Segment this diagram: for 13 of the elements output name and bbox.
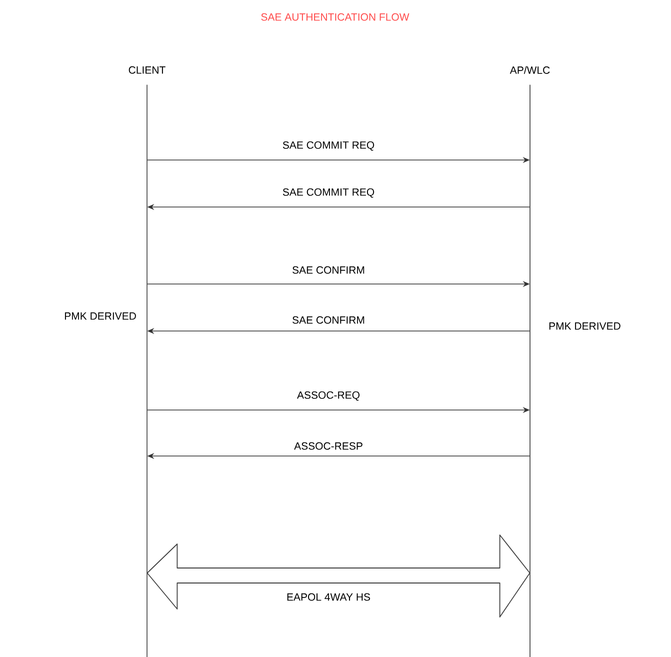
note-text: PMK DERIVED: [65, 312, 136, 320]
edge-label: ASSOC-RESP: [293, 441, 364, 451]
participant-label: AP/WLC: [510, 66, 550, 74]
block-arrow: [146, 534, 530, 618]
edge-label: SAE CONFIRM: [291, 265, 366, 275]
edge-label: SAE COMMIT REQ: [281, 187, 376, 199]
edge-label: SAE COMMIT REQ: [281, 140, 376, 152]
title: SAE AUTHENTICATION FLOW: [261, 13, 410, 21]
edge-label: SAE CONFIRM: [291, 315, 366, 325]
note-text: PMK DERIVED: [549, 322, 620, 330]
participant-label: CLIENT: [128, 66, 166, 74]
edge-label: ASSOC-REQ: [296, 390, 361, 402]
edge-label: EAPOL 4WAY HS: [286, 592, 372, 602]
